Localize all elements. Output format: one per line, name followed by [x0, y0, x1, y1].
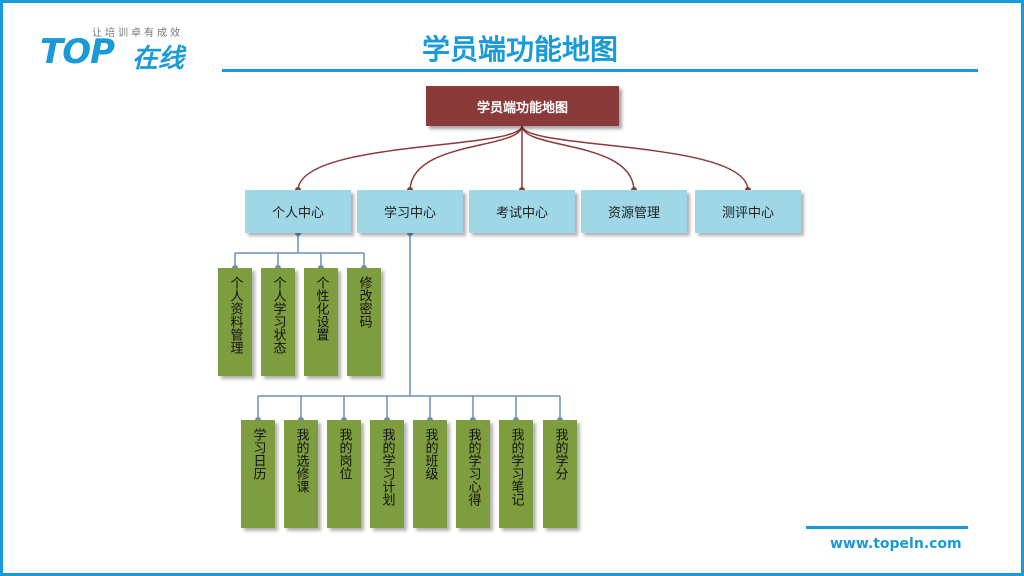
- node-resource-management: 资源管理: [581, 190, 687, 233]
- footer-divider: [806, 526, 968, 529]
- node-learning-calendar: 学习日历: [241, 420, 275, 528]
- node-learning-insights: 我的学习心得: [456, 420, 490, 528]
- node-my-credits: 我的学分: [543, 420, 577, 528]
- title-divider: [222, 69, 978, 72]
- node-learning-notes: 我的学习笔记: [499, 420, 533, 528]
- connector-root-resource: [521, 125, 635, 191]
- node-change-password: 修改密码: [347, 268, 381, 376]
- node-exam-center: 考试中心: [469, 190, 575, 233]
- node-personalization: 个性化设置: [304, 268, 338, 376]
- connector-root-learning: [409, 125, 523, 191]
- logo-slogan: 让培训卓有成效: [92, 28, 183, 39]
- node-personal-center: 个人中心: [245, 190, 351, 233]
- logo-brand-cn: 在线: [132, 44, 185, 74]
- logo-brand: TOP: [40, 32, 115, 72]
- node-elective-courses: 我的选修课: [284, 420, 318, 528]
- node-my-position: 我的岗位: [327, 420, 361, 528]
- page-title: 学员端功能地图: [421, 33, 618, 66]
- node-profile-management: 个人资料管理: [218, 268, 252, 376]
- node-learning-plan: 我的学习计划: [370, 420, 404, 528]
- node-assessment-center: 测评中心: [695, 190, 801, 233]
- footer-url: www.topeln.com: [830, 536, 962, 552]
- node-learning-status: 个人学习状态: [261, 268, 295, 376]
- node-learning-center: 学习中心: [357, 190, 463, 233]
- connector-root-personal: [297, 125, 523, 191]
- connector-root-assessment: [521, 125, 749, 191]
- node-my-class: 我的班级: [413, 420, 447, 528]
- root-node: 学员端功能地图: [426, 86, 619, 126]
